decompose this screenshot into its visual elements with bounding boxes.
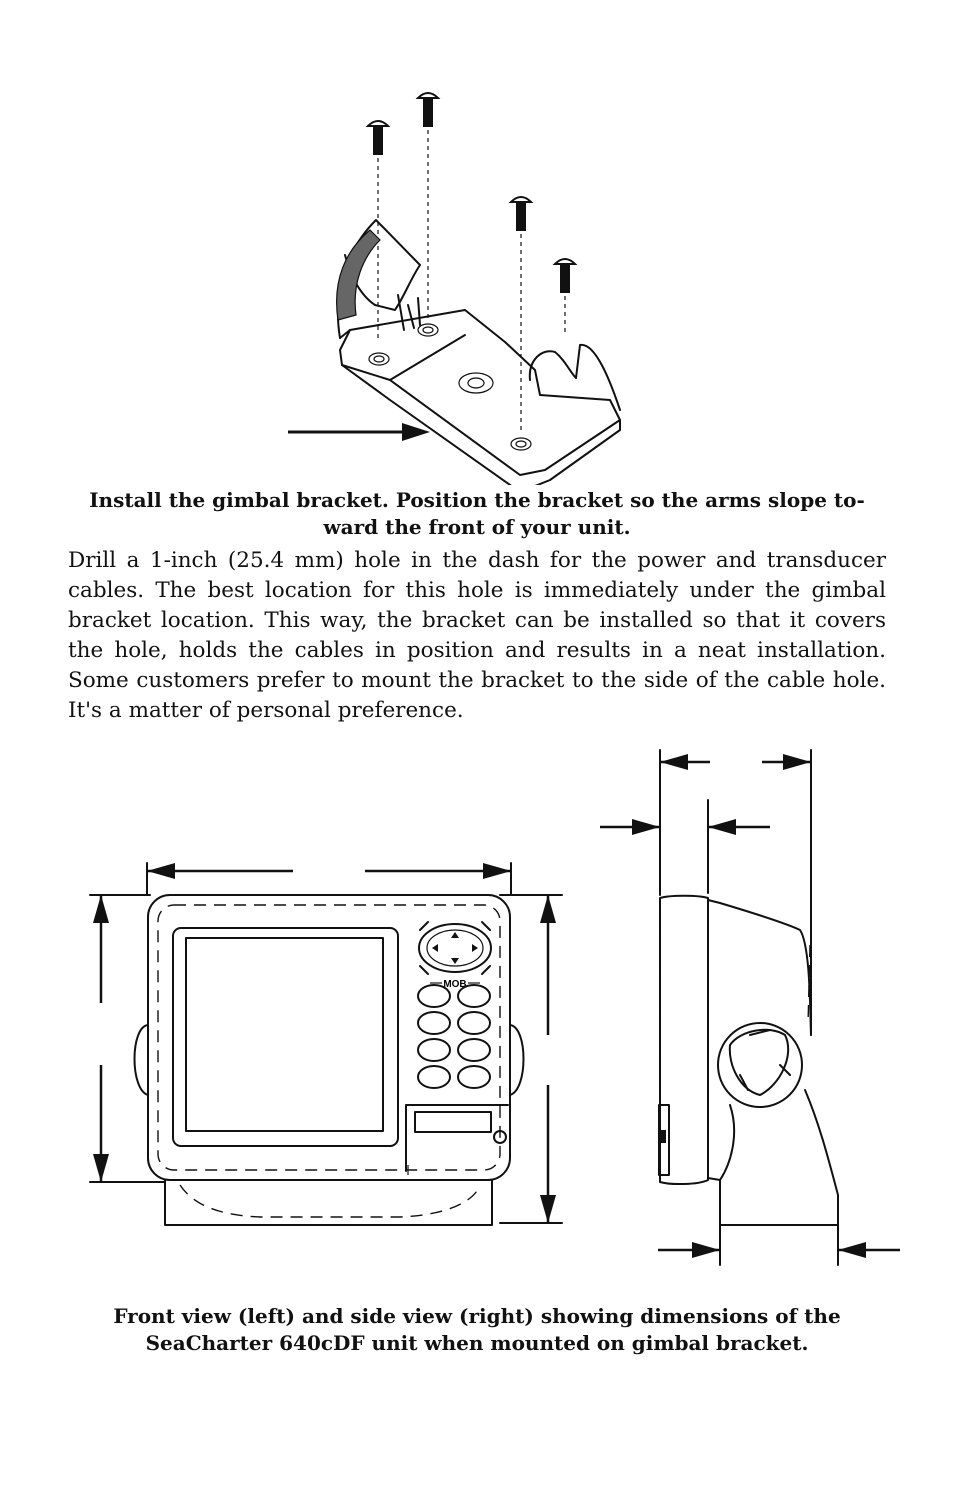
screw-4 [552,258,578,335]
bracket-base [336,219,621,485]
front-view: MOB [89,862,563,1226]
gimbal-bracket-figure [280,80,630,485]
mob-key-label: MOB [443,979,466,990]
screw-2 [415,92,441,320]
side-view [600,749,900,1266]
figure2-caption: Front view (left) and side view (right) … [70,1303,884,1357]
screw-3 [508,196,534,430]
keypad [417,984,491,1089]
screw-1 [365,120,391,340]
dimensions-figure: MOB [80,745,910,1275]
figure2-caption-line2: SeaCharter 640cDF unit when mounted on g… [145,1331,809,1355]
body-paragraph: Drill a 1-inch (25.4 mm) hole in the das… [68,548,886,723]
front-direction-arrow [288,423,430,441]
figure1-caption: Install the gimbal bracket. Position the… [89,488,865,539]
figure2-caption-line1: Front view (left) and side view (right) … [113,1304,841,1328]
